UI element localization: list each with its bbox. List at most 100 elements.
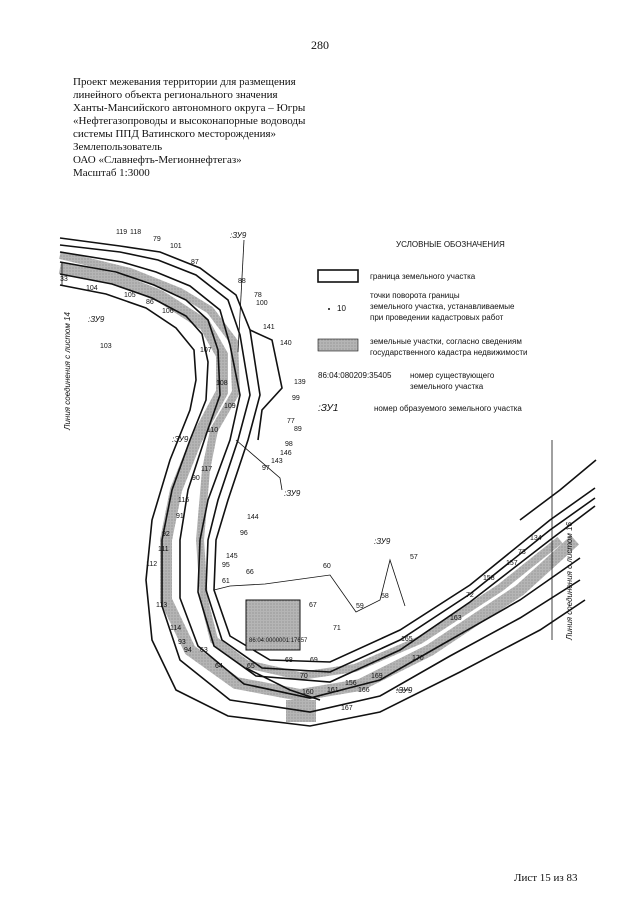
point-label: 71	[333, 625, 341, 632]
boundary-line	[249, 329, 283, 441]
point-label: 60	[323, 563, 331, 570]
point-label: 156	[345, 680, 357, 687]
header-line: системы ППД Ватинского месторождения»	[73, 128, 277, 140]
aux-line	[235, 439, 283, 491]
point-label: 144	[247, 514, 259, 521]
point-label: 109	[224, 403, 236, 410]
point-label: 106	[162, 308, 174, 315]
legend-point-symbol	[328, 308, 330, 310]
existing-parcel-number: 86:04:0000001:17657	[249, 638, 308, 644]
parcel-label: :ЗУ9	[88, 315, 105, 324]
point-label: 90	[192, 475, 200, 482]
point-label: 73	[518, 549, 526, 556]
point-label: 116	[178, 497, 189, 504]
header-line: Масштаб 1:3000	[73, 167, 150, 179]
legend-cadastral-symbol	[317, 338, 359, 352]
legend-title: УСЛОВНЫЕ ОБОЗНАЧЕНИЯ	[396, 240, 505, 249]
legend-new-sample: :ЗУ1	[318, 403, 338, 414]
parcel-designations: :ЗУ9 :ЗУ9 :ЗУ9 :ЗУ9 :ЗУ9 :ЗУ9	[88, 231, 413, 695]
point-label: 145	[226, 553, 238, 560]
point-label: 88	[238, 278, 246, 285]
point-label: 33	[60, 276, 68, 283]
point-label: 99	[292, 395, 300, 402]
legend-existing-sample: 86:04:080209:35405	[318, 371, 392, 380]
legend-cadastral-text: государственного кадастра недвижимости	[370, 348, 527, 357]
header-line: Землепользователь	[73, 141, 163, 153]
legend-boundary-text: граница земельного участка	[370, 272, 476, 281]
point-label: 68	[285, 657, 293, 664]
legend-cadastral-text: земельные участки, согласно сведениям	[370, 337, 522, 346]
boundary-line	[519, 459, 597, 521]
point-label: 103	[100, 343, 112, 350]
point-label: 166	[358, 687, 370, 694]
point-label: 112	[146, 561, 157, 568]
header-line: линейного объекта регионального значения	[73, 89, 278, 101]
point-label: 163	[450, 615, 462, 622]
point-label: 59	[356, 603, 364, 610]
parcel-label: :ЗУ9	[172, 435, 189, 444]
document-header: Проект межевания территории для размещен…	[73, 76, 305, 180]
boundary-line	[59, 244, 596, 673]
legend-existing-text: земельного участка	[410, 382, 484, 391]
point-label: 58	[381, 593, 389, 600]
turning-points: 119 118 79 101 87 88 78 100 141 140 139 …	[60, 229, 542, 712]
header-line: ОАО «Славнефть-Мегионнефтегаз»	[73, 154, 242, 166]
point-label: 165	[401, 636, 413, 643]
point-label: 105	[124, 292, 136, 299]
parcel-label: :ЗУ9	[396, 686, 413, 695]
point-label: 66	[246, 569, 254, 576]
point-label: 57	[410, 554, 418, 561]
point-label: 98	[285, 441, 293, 448]
point-label: 134	[530, 535, 542, 542]
point-label: 118	[130, 229, 141, 236]
point-label: 78	[254, 292, 262, 299]
point-label: 111	[158, 546, 169, 553]
parcel-label: :ЗУ9	[374, 537, 391, 546]
point-label: 107	[200, 347, 212, 354]
point-label: 86	[146, 299, 154, 306]
point-label: 108	[216, 380, 228, 387]
point-label: 100	[256, 300, 268, 307]
boundary-line	[245, 667, 321, 701]
point-label: 169	[371, 673, 383, 680]
legend-point-sample: 10	[337, 304, 346, 313]
parcel-boundaries	[59, 237, 597, 727]
legend-new-text: номер образуемого земельного участка	[374, 404, 522, 413]
boundary-line	[59, 251, 596, 683]
sheet-counter: Лист 15 из 83	[514, 872, 578, 884]
boundary-line	[59, 273, 581, 713]
point-label: 161	[327, 687, 339, 694]
point-label: 140	[280, 340, 292, 347]
point-label: 110	[207, 427, 218, 434]
left-sheet-link: Линия соединения с листом 14	[63, 311, 72, 431]
point-label: 89	[294, 426, 302, 433]
point-label: 101	[170, 243, 182, 250]
aux-line	[237, 239, 245, 353]
boundary-line	[59, 284, 586, 727]
point-label: 61	[222, 578, 230, 585]
legend-boundary-symbol	[317, 269, 359, 283]
legend-point-text: земельного участка, устанавливаемые	[370, 302, 515, 311]
header-line: Проект межевания территории для размещен…	[73, 76, 296, 88]
legend-existing-text: номер существующего	[410, 371, 495, 380]
point-label: 65	[247, 663, 255, 670]
point-label: 97	[262, 465, 270, 472]
legend: УСЛОВНЫЕ ОБОЗНАЧЕНИЯ граница земельного …	[317, 240, 527, 414]
header-line: Ханты-Мансийского автономного округа – Ю…	[73, 102, 306, 114]
point-label: 167	[341, 705, 353, 712]
point-label: 113	[156, 602, 167, 609]
boundary-line	[59, 261, 581, 699]
point-label: 91	[176, 513, 184, 520]
point-label: 95	[222, 562, 230, 569]
point-label: 72	[466, 592, 474, 599]
page-number: 280	[311, 38, 329, 52]
point-label: 119	[116, 229, 127, 236]
point-label: 170	[412, 655, 424, 662]
legend-point-text: точки поворота границы	[370, 291, 460, 300]
parcel-label: :ЗУ9	[230, 231, 247, 240]
point-label: 67	[309, 602, 317, 609]
point-label: 141	[263, 324, 275, 331]
point-label: 94	[184, 647, 192, 654]
point-label: 139	[294, 379, 306, 386]
